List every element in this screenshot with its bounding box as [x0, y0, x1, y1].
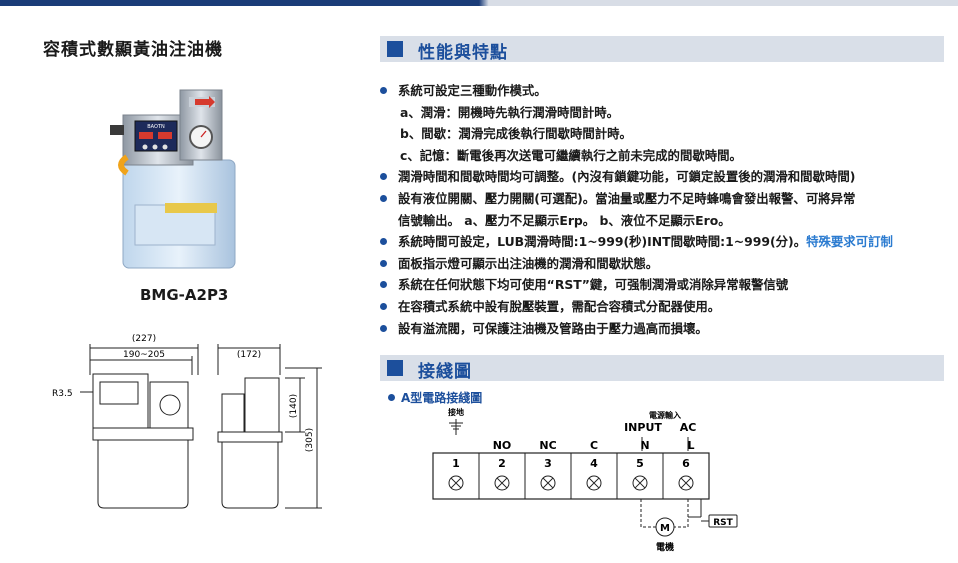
terminal-label: L — [687, 439, 694, 452]
features-heading: 性能與特點 — [418, 43, 508, 63]
feature-item: 在容積式系統中設有脫壓裝置，需配合容積式分配器使用。 — [380, 296, 955, 318]
power-input-label: 電源輸入 — [649, 410, 681, 420]
bullet-dot-icon — [380, 281, 387, 289]
rst-label: RST — [713, 518, 733, 528]
terminal-number: 2 — [498, 457, 506, 470]
feature-item: 面板指示燈可顯示出注油機的潤滑和間歇狀態。 — [380, 253, 955, 275]
product-model-label: BMG-A2P3 — [140, 286, 229, 304]
bullet-dot-icon — [380, 194, 387, 202]
terminal-label: NO — [493, 439, 512, 452]
terminal-screw-icon — [632, 475, 648, 491]
product-photo: BAOTN — [110, 89, 236, 269]
feature-continuation: 信號輸出。 a、壓力不足顯示Erp。 b、液位不足顯示Ero。 — [398, 212, 731, 228]
terminal-screw-icon — [540, 475, 556, 491]
ground-icon — [449, 419, 463, 435]
terminal-screw-icon — [678, 475, 694, 491]
terminal-screw-cross — [634, 477, 646, 489]
section-square-icon — [387, 360, 403, 376]
top-banner-bar — [0, 0, 958, 6]
bullet-dot-icon — [380, 238, 387, 246]
dim-total-height: (305) — [305, 428, 315, 452]
terminal-number: 3 — [544, 457, 552, 470]
feature-item: 系統可設定三種動作模式。 — [380, 80, 955, 102]
motor-symbol: M — [660, 523, 670, 534]
dim-side-width: (172) — [237, 350, 261, 360]
terminal-number: 4 — [590, 457, 598, 470]
section-square-icon — [387, 41, 403, 57]
terminal-number: 6 — [682, 457, 690, 470]
bullet-dot-icon — [380, 324, 387, 332]
terminal-screw-icon — [448, 475, 464, 491]
dim-mount-range: 190~205 — [123, 350, 165, 360]
feature-item: 系統在任何狀態下均可使用“RST”鍵，可强制潤滑或消除异常報警信號 — [380, 274, 955, 296]
terminal-screw-cross — [450, 477, 462, 489]
motor-label: 電機 — [656, 541, 674, 553]
bullet-dot-icon — [380, 259, 387, 267]
terminal-screw-cross — [542, 477, 554, 489]
feature-item: 設有溢流閥，可保護注油機及管路由于壓力過高而損壞。 — [380, 318, 955, 340]
terminal-label: NC — [539, 439, 556, 452]
wiring-subtitle: A型電路接綫圖 — [388, 389, 482, 406]
dim-overall-width: (227) — [132, 334, 156, 344]
feature-text: 系統時間可設定，LUB潤滑時間:1~999(秒)INT間歇時間:1~999(分)… — [398, 234, 807, 250]
features-list: 系統可設定三種動作模式。 a、潤滑：開機時先執行潤滑時間計時。 b、間歇：潤滑完… — [380, 80, 955, 339]
input-label: INPUT — [624, 421, 662, 434]
terminal-screw-cross — [680, 477, 692, 489]
ground-label: 接地 — [448, 407, 464, 417]
terminal-screw-icon — [494, 475, 510, 491]
terminal-screw-icon — [586, 475, 602, 491]
features-section-header: 性能與特點 — [380, 36, 944, 63]
feature-subitem: b、間歇：潤滑完成後執行間歇時間計時。 — [400, 126, 632, 142]
feature-subitem: a、潤滑：開機時先執行潤滑時間計時。 — [400, 104, 620, 120]
terminal-number: 5 — [636, 457, 644, 470]
dim-radius-label: R3.5 — [52, 389, 73, 399]
custom-order-highlight: 特殊要求可訂制 — [806, 234, 893, 250]
bullet-dot-icon — [380, 173, 387, 181]
wiring-diagram: 接地 電源輸入 INPUT AC NO NC C N L 1 2 3 4 5 6 M 電機 RST — [432, 407, 738, 553]
feature-item: 系統時間可設定，LUB潤滑時間:1~999(秒)INT間歇時間:1~999(分)… — [380, 231, 955, 253]
feature-item: 潤滑時間和間歇時間均可調整。(內沒有鎖鍵功能，可鎖定設置後的潤滑和間歇時間) — [380, 166, 955, 188]
wiring-heading: 接綫圖 — [418, 362, 472, 382]
bullet-dot-icon — [380, 302, 387, 310]
ac-label: AC — [680, 421, 697, 434]
feature-subitem: c、記憶：斷電後再次送電可繼續執行之前未完成的間歇時間。 — [400, 147, 742, 163]
feature-item: 設有液位開關、壓力開關(可選配)。當油量或壓力不足時蜂鳴會發出報警、可將异常 — [380, 188, 955, 210]
terminal-screw-cross — [588, 477, 600, 489]
product-title: 容積式數顯黃油注油機 — [43, 40, 223, 60]
dim-upper-height: (140) — [289, 394, 299, 418]
terminal-screw-cross — [496, 477, 508, 489]
panel-brand-text: BAOTN — [147, 124, 165, 130]
bullet-dot-icon — [380, 87, 387, 94]
dimension-drawing: (227) 190~205 (172) (140) (305) R3.5 — [52, 334, 322, 509]
terminal-label: N — [640, 439, 649, 452]
terminal-label: C — [590, 439, 598, 452]
wiring-section-header: 接綫圖 — [380, 355, 944, 382]
bullet-dot-icon — [388, 394, 395, 401]
terminal-number: 1 — [452, 457, 460, 470]
